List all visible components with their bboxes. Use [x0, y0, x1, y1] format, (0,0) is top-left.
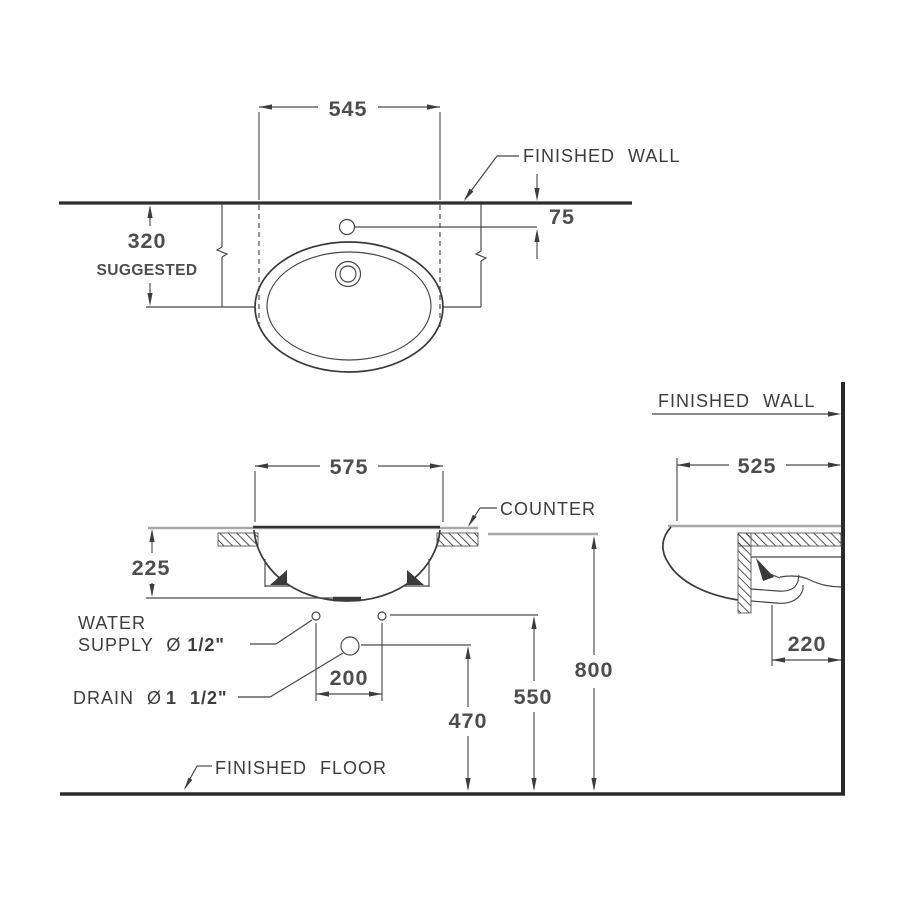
basin-front-bulge — [662, 526, 739, 601]
arrowhead — [465, 646, 471, 659]
finished-floor: FINISHED FLOOR — [60, 758, 845, 796]
bracket-wedge-right — [407, 570, 424, 585]
top-view: 545 FINISHED WALL 75 320 — [59, 97, 680, 373]
finished-wall-label: FINISHED WALL — [658, 391, 815, 411]
arrowhead — [531, 778, 537, 791]
counter-section-vertical — [737, 532, 752, 614]
dimension-value: 200 — [330, 666, 369, 690]
dimension-value: 225 — [132, 556, 171, 580]
leader-arrowhead — [184, 777, 193, 790]
trap-offset-dimension: 220 — [771, 605, 841, 666]
counter-section-right — [436, 532, 479, 547]
basin-width-dimension: 575 — [254, 455, 444, 522]
finished-wall-callout-side: FINISHED WALL — [652, 391, 841, 417]
drain-height-dimension: 470 — [361, 644, 488, 791]
break-symbol — [474, 250, 488, 262]
arrowhead — [255, 463, 268, 469]
dimension-value: 550 — [514, 685, 553, 709]
arrowhead — [259, 104, 272, 110]
arrowhead — [531, 616, 537, 629]
install-depth-dimension: 320 SUGGESTED — [97, 205, 198, 306]
drain-pipe-hole — [340, 636, 360, 656]
counter-section-left — [217, 532, 259, 547]
dimension-value: 320 — [128, 229, 167, 253]
leader-line — [269, 652, 344, 698]
counter-depth-dimension: 525 — [676, 454, 841, 521]
arrowhead — [427, 104, 440, 110]
finished-wall-callout-top: FINISHED WALL — [464, 146, 680, 201]
leader-arrowhead — [468, 514, 477, 527]
arrowhead — [534, 188, 540, 201]
leader-arrowhead — [464, 188, 474, 201]
dimension-value: 575 — [330, 455, 369, 479]
water-supply-hole-right — [377, 611, 387, 621]
faucet-hole — [338, 218, 356, 236]
corner-wedge — [756, 558, 774, 581]
arrowhead — [149, 529, 155, 542]
finished-wall-label: FINISHED WALL — [523, 146, 680, 166]
supply-spacing-dimension: 200 — [315, 623, 383, 701]
dimension-note: SUGGESTED — [97, 262, 198, 279]
break-symbol — [215, 246, 229, 258]
bowl-underside-curve — [779, 575, 842, 588]
cutout-width-dimension: 545 — [258, 97, 441, 329]
water-supply-hole-left — [311, 611, 321, 621]
arrowhead — [591, 536, 597, 549]
faucet-offset-dimension: 75 — [355, 174, 575, 259]
counter-outline-top — [146, 204, 488, 308]
dimension-value: 525 — [738, 454, 777, 478]
side-view: FINISHED WALL 525 — [652, 382, 845, 794]
dimension-value: 75 — [549, 205, 575, 229]
water-supply-label: WATER — [78, 613, 146, 633]
drain-hole-inner — [339, 265, 357, 283]
dimension-value: 545 — [329, 97, 368, 121]
arrowhead — [149, 584, 155, 597]
arrowhead — [465, 778, 471, 791]
counter-callout: COUNTER — [468, 499, 596, 527]
counter-height-dimension: 800 — [488, 532, 614, 791]
basin-side-profile — [662, 524, 842, 614]
drain-hole-outer — [334, 260, 362, 288]
trap-curve-upper — [750, 574, 800, 592]
arrowhead — [369, 691, 382, 697]
counter-section-horizontal — [737, 532, 842, 547]
finished-floor-label: FINISHED FLOOR — [215, 758, 387, 778]
arrowhead — [430, 463, 443, 469]
dimension-value: 800 — [575, 658, 614, 682]
leader-line — [275, 619, 313, 645]
arrowhead — [772, 657, 785, 663]
front-view: 575 COUNTER — [60, 455, 845, 796]
basin-inner-rim — [266, 251, 432, 361]
leader-arrowhead — [828, 411, 841, 417]
trap-curve-lower — [750, 585, 804, 604]
arrowhead — [828, 657, 841, 663]
bracket-wedge-left — [270, 570, 287, 585]
arrowhead — [591, 778, 597, 791]
arrowhead — [147, 293, 153, 306]
arrowhead — [534, 229, 540, 242]
arrowhead — [677, 462, 690, 468]
arrowhead — [147, 205, 153, 218]
basin-depth-dimension: 225 — [132, 529, 333, 599]
basin-top-view — [254, 218, 444, 373]
arrowhead — [828, 462, 841, 468]
dimension-value: 220 — [788, 632, 827, 656]
supply-height-dimension: 550 — [390, 614, 553, 791]
basin-bowl-section — [253, 529, 441, 602]
counter-label: COUNTER — [500, 499, 596, 519]
dimension-value: 470 — [449, 709, 488, 733]
wedge-tail — [769, 573, 781, 579]
arrowhead — [316, 691, 329, 697]
bowl-curve — [253, 529, 441, 602]
basin-outer-rim — [254, 241, 444, 373]
